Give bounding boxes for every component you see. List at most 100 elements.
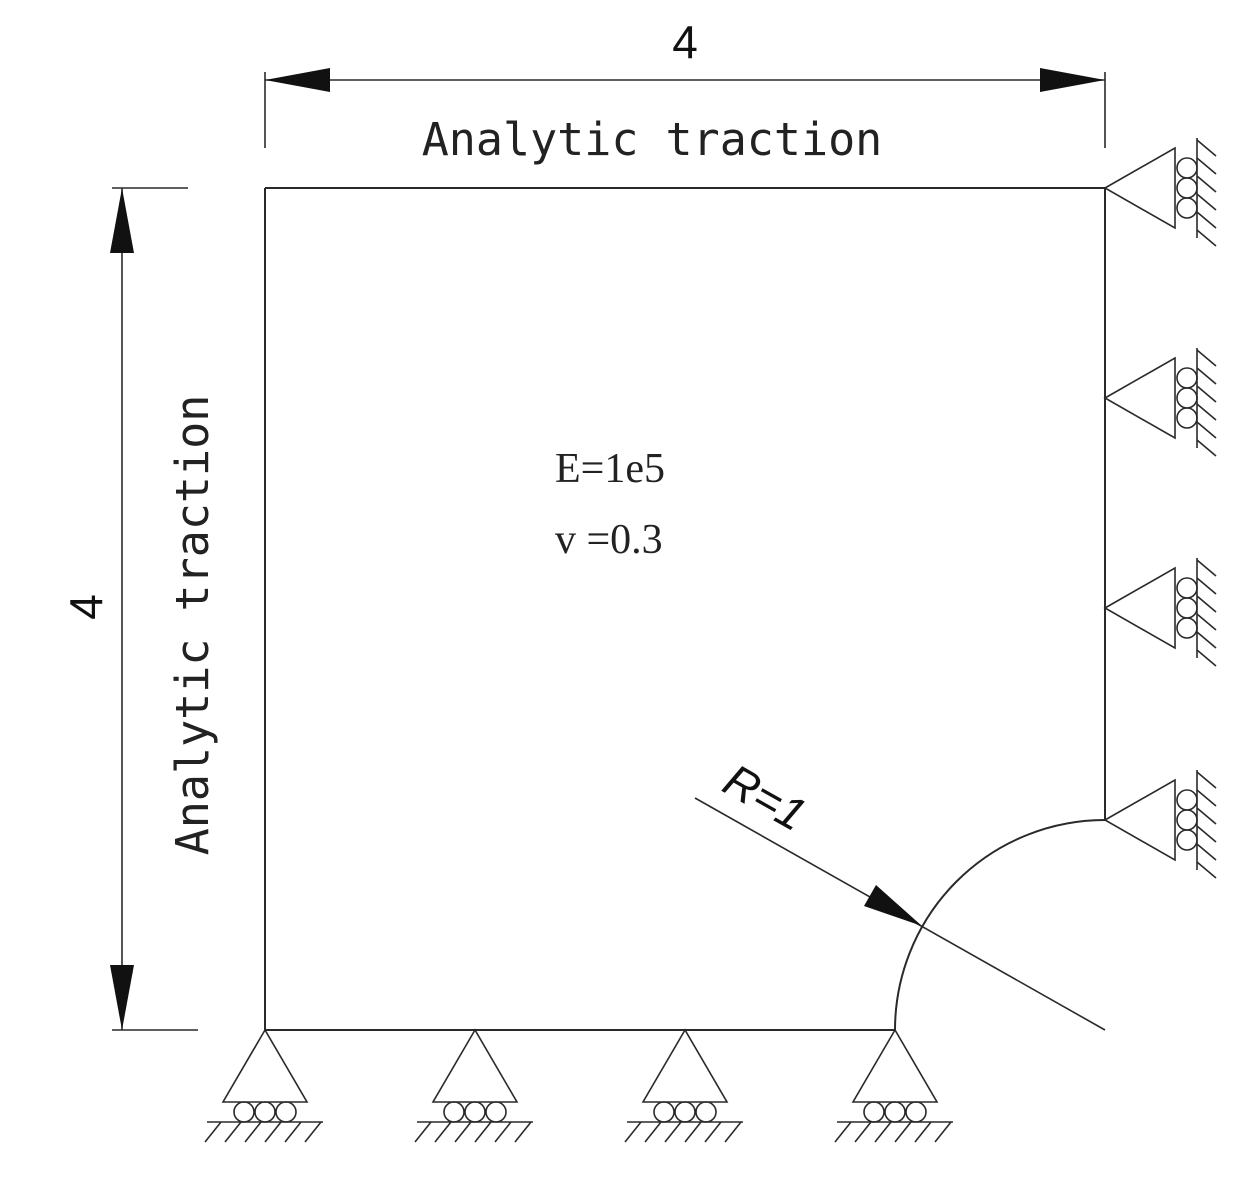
support-roller — [1176, 177, 1198, 199]
top-dimension: 4 — [264, 16, 1106, 148]
support-roller — [674, 1101, 696, 1123]
support-roller — [275, 1101, 297, 1123]
right-support — [1103, 348, 1217, 457]
support-roller — [1176, 597, 1198, 619]
plate-outline — [264, 187, 1106, 1031]
support-hatch — [1196, 157, 1217, 175]
support-hatch — [1196, 175, 1217, 193]
support-roller — [695, 1101, 717, 1123]
support-roller — [485, 1101, 507, 1123]
support-roller — [1176, 407, 1198, 429]
left-dimension: 4 — [60, 187, 198, 1031]
support-hatch — [1196, 843, 1217, 861]
support-roller — [233, 1101, 255, 1123]
support-hatch — [1196, 211, 1217, 229]
support-hatch — [434, 1121, 452, 1143]
top-boundary-label: Analytic traction — [422, 113, 883, 166]
top-arrow-left — [265, 68, 330, 92]
left-dimension-value: 4 — [60, 594, 112, 620]
support-hatch — [644, 1121, 662, 1143]
right-roller-supports — [1103, 138, 1217, 879]
support-triangle — [221, 1028, 309, 1103]
support-hatch — [264, 1121, 282, 1143]
support-hatch — [514, 1121, 532, 1143]
support-hatch — [1196, 631, 1217, 649]
bottom-support — [414, 1028, 533, 1143]
bottom-support — [204, 1028, 323, 1143]
support-roller — [1176, 617, 1198, 639]
support-hatch — [724, 1121, 742, 1143]
support-hatch — [204, 1121, 222, 1143]
support-roller — [1176, 789, 1198, 811]
support-hatch — [874, 1121, 892, 1143]
support-hatch — [284, 1121, 302, 1143]
support-roller — [905, 1101, 927, 1123]
support-triangle — [1103, 566, 1176, 650]
left-arrow-top — [110, 188, 134, 253]
support-hatch — [1196, 649, 1217, 667]
support-hatch — [1196, 807, 1217, 825]
support-hatch — [1196, 139, 1217, 157]
support-triangle — [1103, 356, 1176, 440]
support-hatch — [224, 1121, 242, 1143]
bottom-support — [834, 1028, 953, 1143]
support-hatch — [854, 1121, 872, 1143]
support-hatch — [934, 1121, 952, 1143]
right-support — [1103, 558, 1217, 667]
support-roller — [884, 1101, 906, 1123]
support-hatch — [494, 1121, 512, 1143]
support-hatch — [834, 1121, 852, 1143]
support-roller — [1176, 829, 1198, 851]
support-hatch — [304, 1121, 322, 1143]
poisson-ratio-label: v =0.3 — [555, 517, 663, 563]
support-roller — [464, 1101, 486, 1123]
support-triangle — [1103, 146, 1176, 230]
support-hatch — [704, 1121, 722, 1143]
support-triangle — [1103, 778, 1176, 862]
support-roller — [1176, 197, 1198, 219]
support-hatch — [1196, 825, 1217, 843]
support-roller — [1176, 157, 1198, 179]
support-hatch — [1196, 385, 1217, 403]
hole-arc — [894, 819, 1106, 1031]
support-hatch — [1196, 367, 1217, 385]
bottom-support — [624, 1028, 743, 1143]
support-roller — [254, 1101, 276, 1123]
youngs-modulus-label: E=1e5 — [555, 446, 665, 492]
top-dimension-value: 4 — [672, 16, 698, 68]
support-hatch — [664, 1121, 682, 1143]
support-hatch — [1196, 439, 1217, 457]
support-hatch — [454, 1121, 472, 1143]
support-hatch — [894, 1121, 912, 1143]
support-hatch — [1196, 403, 1217, 421]
support-triangle — [641, 1028, 729, 1103]
support-hatch — [244, 1121, 262, 1143]
support-roller — [443, 1101, 465, 1123]
support-hatch — [474, 1121, 492, 1143]
support-roller — [863, 1101, 885, 1123]
support-roller — [1176, 387, 1198, 409]
support-hatch — [684, 1121, 702, 1143]
support-hatch — [1196, 613, 1217, 631]
support-hatch — [1196, 193, 1217, 211]
support-roller — [1176, 577, 1198, 599]
support-hatch — [1196, 577, 1217, 595]
support-hatch — [1196, 861, 1217, 879]
support-hatch — [414, 1121, 432, 1143]
support-hatch — [914, 1121, 932, 1143]
support-hatch — [1196, 771, 1217, 789]
top-arrow-right — [1040, 68, 1105, 92]
support-hatch — [1196, 595, 1217, 613]
bottom-roller-supports — [204, 1028, 953, 1143]
left-boundary-label: Analytic traction — [166, 395, 219, 856]
support-roller — [1176, 367, 1198, 389]
support-triangle — [851, 1028, 939, 1103]
support-hatch — [1196, 349, 1217, 367]
support-hatch — [1196, 421, 1217, 439]
left-arrow-bottom — [110, 965, 134, 1030]
support-hatch — [1196, 229, 1217, 247]
support-triangle — [431, 1028, 519, 1103]
right-support — [1103, 770, 1217, 879]
right-support — [1103, 138, 1217, 247]
radius-arrow — [864, 885, 922, 926]
